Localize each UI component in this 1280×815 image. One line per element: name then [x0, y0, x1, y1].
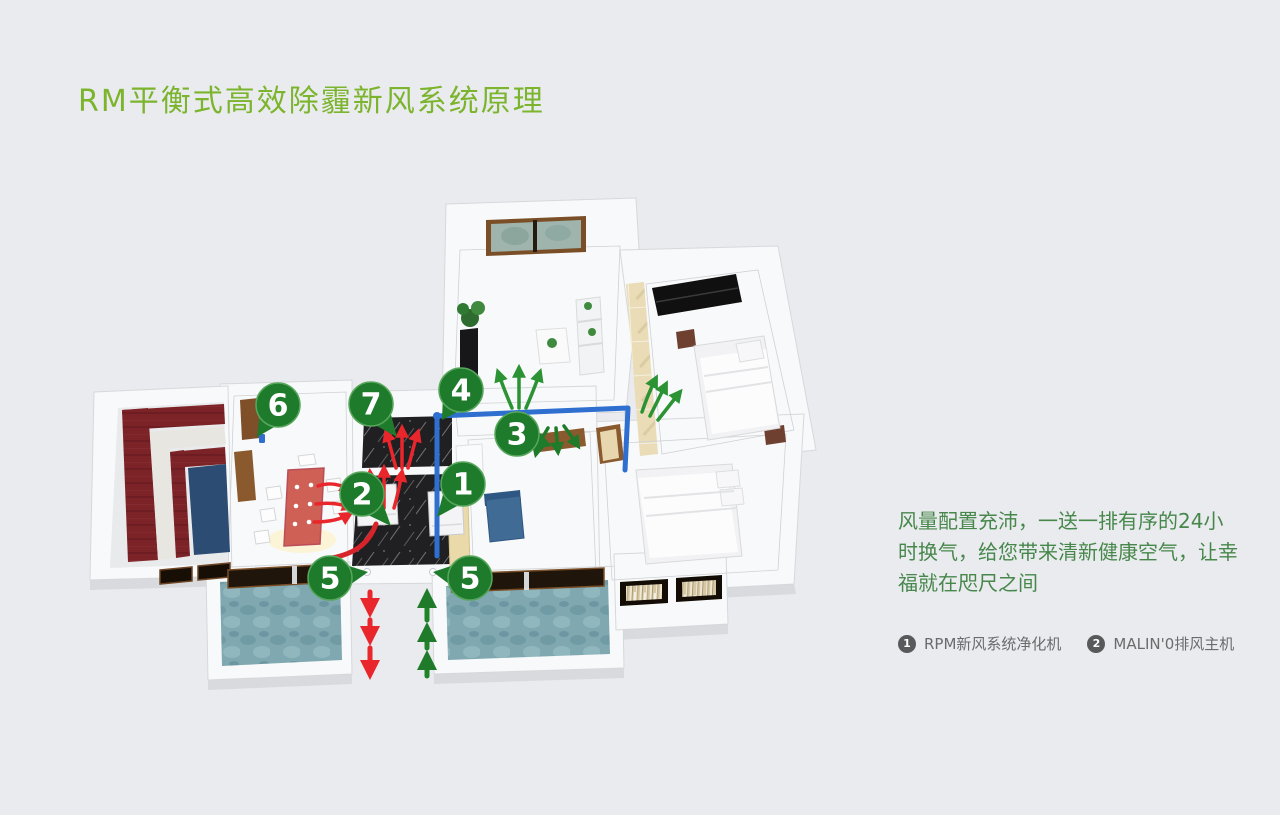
legend-label-1: RPM新风系统净化机: [924, 635, 1062, 653]
marker-pin-7: 7: [348, 381, 397, 437]
legend-number-badge-2: 2: [1087, 634, 1106, 653]
marker-pin-6: 6: [255, 382, 301, 437]
svg-text:5: 5: [460, 562, 481, 597]
marker-pin-1: 1: [437, 461, 486, 517]
legend-item-purifier: 1 RPM新风系统净化机: [898, 633, 1061, 654]
furniture: [122, 296, 786, 569]
svg-text:4: 4: [451, 374, 472, 409]
svg-text:7: 7: [361, 388, 382, 423]
legend: 1 RPM新风系统净化机 2 MALIN'0排风主机: [898, 633, 1234, 654]
marker-pin-4: 4: [438, 367, 484, 420]
marker-pin-3: 3: [494, 411, 552, 457]
numbered-markers: 1 2 34 5 5 6 7: [255, 367, 552, 601]
svg-text:2: 2: [352, 478, 373, 513]
marker-pin-2: 2: [339, 471, 391, 526]
legend-label-2: MALIN'0排风主机: [1113, 635, 1235, 653]
page-title: RM平衡式高效除霾新风系统原理: [78, 84, 545, 119]
legend-item-exhaust: 2 MALIN'0排风主机: [1087, 633, 1234, 654]
svg-text:3: 3: [507, 418, 528, 453]
svg-text:1: 1: [453, 468, 474, 503]
marker-pin-5: 5: [433, 555, 493, 601]
marker-pin-5: 5: [307, 555, 368, 601]
svg-text:5: 5: [320, 562, 341, 597]
description-text: 风量配置充沛，一送一排有序的24小 时换气，给您带来清新健康空气，让幸 福就在咫…: [898, 509, 1238, 595]
legend-number-badge-1: 1: [898, 634, 916, 653]
svg-text:6: 6: [268, 389, 289, 424]
